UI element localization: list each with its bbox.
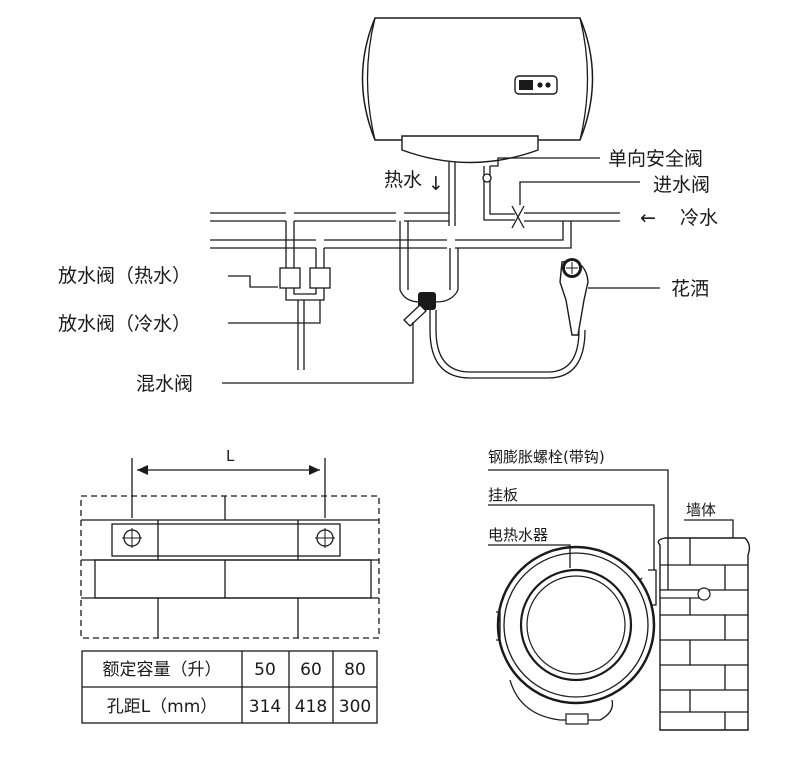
- label-wall: 墙体: [686, 501, 716, 519]
- water-heater-unit: [361, 17, 594, 164]
- mounting-plate: [111, 523, 341, 557]
- table-header-80: 80: [344, 660, 366, 680]
- check-valve-body: [482, 173, 492, 183]
- label-mixing-valve: 混水阀: [136, 373, 193, 395]
- label-check-valve: 单向安全阀: [608, 148, 703, 170]
- label-drain-cold: 放水阀（冷水）: [58, 313, 191, 335]
- mounting-side-view: [496, 537, 751, 731]
- dimension-label-L: L: [226, 447, 235, 465]
- table-header-50: 50: [254, 660, 276, 680]
- drain-valve-cold: [309, 267, 331, 289]
- installation-labels: 单向安全阀 进水阀 ← 冷水 热水 ↓ 花洒 放水阀（热水） 放水阀（冷水） 混…: [58, 148, 718, 395]
- table-row-label: 孔距L（mm）: [107, 697, 218, 717]
- label-shower: 花洒: [671, 278, 709, 300]
- label-drain-hot: 放水阀（热水）: [58, 265, 191, 287]
- drain-valve-hot: [279, 267, 301, 289]
- table-header-60: 60: [300, 660, 322, 680]
- inlet-valve: [511, 205, 525, 229]
- leader-lines: [222, 157, 660, 384]
- wall: [657, 537, 751, 731]
- label-heater: 电热水器: [488, 526, 548, 544]
- cold-arrow-icon: ←: [640, 207, 656, 229]
- mounting-labels: 钢膨胀螺栓(带钩) 挂板 电热水器 墙体: [488, 448, 716, 544]
- table-cell-314: 314: [249, 697, 281, 717]
- mixing-valve-body: [418, 292, 436, 310]
- mixing-valve-handle: [403, 304, 427, 327]
- spacing-table: 额定容量（升） 50 60 80 孔距L（mm） 314 418 300: [81, 650, 378, 724]
- pipe-network: [210, 162, 620, 379]
- table-cell-418: 418: [295, 697, 327, 717]
- mounting-leaders: [488, 469, 734, 590]
- label-inlet-valve: 进水阀: [653, 174, 710, 196]
- hot-arrow-icon: ↓: [428, 173, 444, 195]
- label-bolt: 钢膨胀螺栓(带钩): [488, 448, 605, 466]
- table-cell-300: 300: [339, 697, 371, 717]
- label-bracket: 挂板: [488, 486, 518, 504]
- label-cold-water: 冷水: [680, 207, 718, 229]
- label-hot-water: 热水: [384, 169, 422, 191]
- hole-spacing-diagram: L: [80, 447, 380, 639]
- table-header-capacity: 额定容量（升）: [103, 660, 222, 680]
